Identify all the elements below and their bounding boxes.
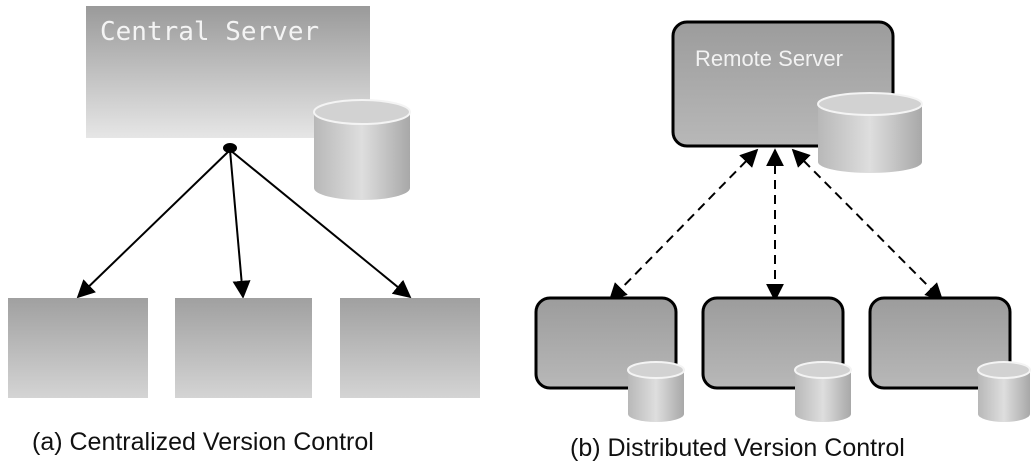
arrow-central-to-client-3 xyxy=(229,149,412,299)
central-client-box-3 xyxy=(340,298,480,398)
central-server-label: Central Server xyxy=(100,17,319,47)
distributed-client-3 xyxy=(868,296,1031,422)
distributed-panel: Remote Server xyxy=(534,20,1031,462)
distributed-caption: (b) Distributed Version Control xyxy=(570,434,905,462)
central-client-box-1 xyxy=(8,298,148,398)
distributed-client-1 xyxy=(534,296,685,422)
remote-server-label: Remote Server xyxy=(695,46,843,71)
central-database-icon xyxy=(313,99,411,200)
distributed-client-2 xyxy=(701,296,852,422)
centralized-caption: (a) Centralized Version Control xyxy=(32,428,374,456)
local-database-icon xyxy=(977,361,1031,422)
local-database-icon xyxy=(627,361,685,422)
sync-arrow-remote-client-3 xyxy=(791,148,944,302)
centralized-panel: Central Server (a) Centralized Version C… xyxy=(8,6,480,456)
central-hub-point xyxy=(223,143,237,153)
central-client-box-2 xyxy=(175,298,312,398)
sync-arrow-remote-client-1 xyxy=(608,148,759,302)
local-database-icon xyxy=(794,361,852,422)
remote-database-icon xyxy=(817,92,923,173)
arrow-central-to-client-1 xyxy=(76,149,231,299)
arrow-central-to-client-2 xyxy=(229,149,251,299)
